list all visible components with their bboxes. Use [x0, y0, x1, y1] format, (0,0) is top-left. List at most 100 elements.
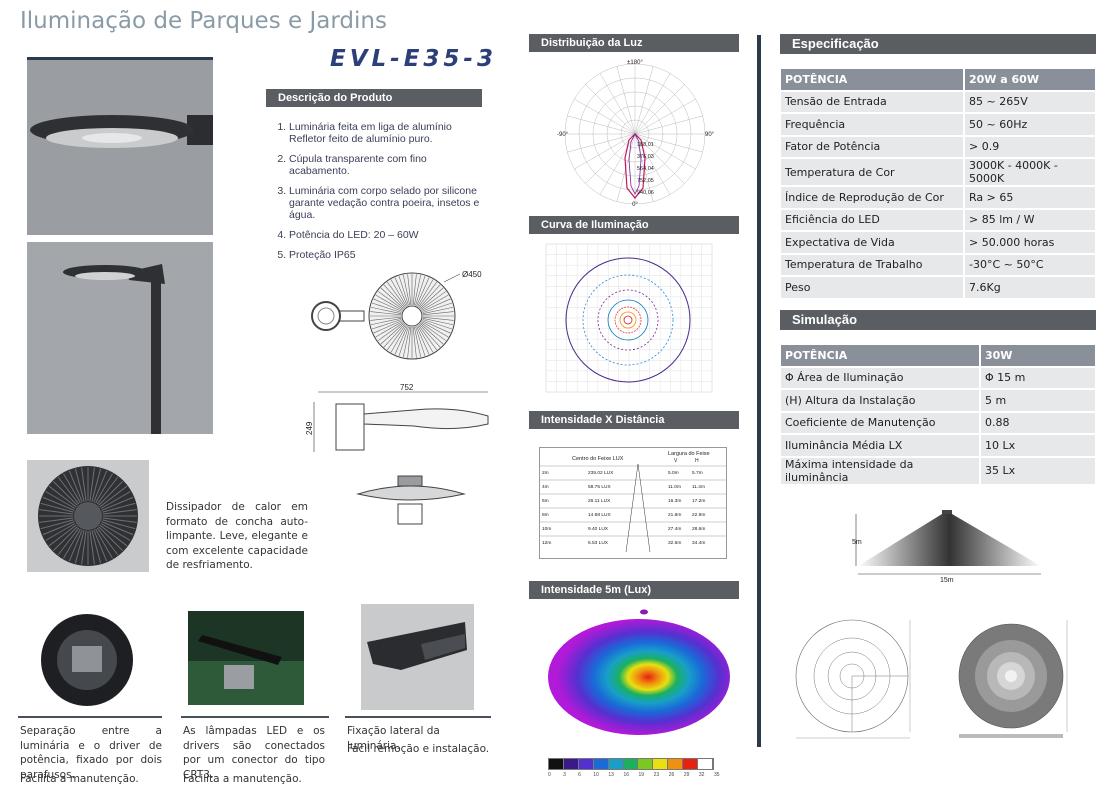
intensity-cell: 6m [542, 498, 549, 504]
photo-side-mount-image [361, 604, 474, 710]
intensity-cell: 5.7m [692, 470, 703, 476]
simulation-isolux-svg [795, 619, 911, 739]
sim-value: 35 Lx [979, 457, 1095, 484]
page-title: Iluminação de Parques e Jardins [20, 8, 387, 34]
spec-value: 3000K - 4000K - 5000K [963, 159, 1095, 185]
simulation-cone-diagram: 5m 15m [846, 508, 1046, 584]
spec-label: Índice de Reprodução de Cor [781, 187, 963, 208]
description-list: Luminária feita em liga de alumínio Refl… [267, 121, 487, 269]
sim-value: Φ 15 m [979, 367, 1095, 388]
intensity-cell: 9.40 LUX [588, 526, 609, 532]
spec-label: Peso [781, 277, 963, 298]
polar-ring-label: 376,03 [637, 154, 654, 160]
top-view-drawing: Ø450 [304, 268, 494, 360]
intensity-cell: 14.68 LUX [588, 512, 611, 518]
col-h-label: H [695, 458, 699, 464]
spec-value: 85 ~ 265V [963, 91, 1095, 112]
description-item: Luminária feita em liga de alumínio Refl… [289, 121, 487, 145]
spec-value: 7.6Kg [963, 277, 1095, 298]
polar-top-label: ±180° [627, 60, 643, 66]
width-label: 752 [400, 383, 414, 392]
isolux-chart-svg [545, 243, 713, 393]
simulacao-header: Simulação [780, 310, 1096, 330]
color-scale-swatch [683, 759, 699, 769]
spec-value: > 50.000 horas [963, 232, 1095, 253]
spec-row: Expectativa de Vida> 50.000 horas [781, 232, 1095, 253]
model-name: EVL-E35-3 [330, 46, 497, 72]
color-scale-label: 19 [638, 772, 645, 778]
spec-label: Fator de Potência [781, 136, 963, 157]
intensity-cell: 4m [542, 484, 549, 490]
dissipador-text: Dissipador de calor em formato de concha… [166, 501, 308, 571]
color-scale-swatch [638, 759, 654, 769]
simulation-isolux-plan [790, 616, 922, 746]
sim-value: 30W [979, 345, 1095, 366]
isolux-chart [532, 236, 716, 398]
caption-1b: Facilita a manutenção. [20, 773, 139, 785]
intensity-cell: 11.0m [668, 484, 681, 490]
polar-left-label: -90° [557, 132, 569, 138]
polar-diagram: ±180° -90° 90° 0° 188,01 376,03 564,04 7… [555, 58, 715, 208]
sim-label: Máxima intensidade da iluminância [781, 457, 979, 484]
especificacao-header: Especificação [780, 34, 1096, 54]
spec-row: Eficiência do LED> 85 lm / W [781, 209, 1095, 230]
sim-width-label: 15m [940, 577, 954, 584]
intensity-cell: 28.6m [692, 526, 705, 532]
polar-ring-label: 564,04 [637, 166, 654, 172]
photo-connector [188, 611, 304, 705]
intensity-cell: 8m [542, 512, 549, 518]
intensity-cell: 58.75 LUX [588, 484, 611, 490]
intensity-table-svg: Centro do Feixe LUX Largura do Feixe V H… [540, 451, 726, 553]
color-scale-bar [548, 758, 714, 770]
color-scale-label: 0 [548, 772, 551, 778]
diameter-label: Ø450 [462, 270, 482, 279]
color-scale-label: 6 [578, 772, 581, 778]
curva-header: Curva de Iluminação [529, 216, 739, 234]
intensity-cell: 17.2m [692, 498, 705, 504]
polar-bottom-label: 0° [632, 202, 638, 208]
intensity-cell: 10m [542, 526, 551, 532]
simulation-illuminance-plan [955, 616, 1087, 746]
polar-right-label: 90° [705, 132, 715, 138]
intensity-cell: 27.4m [668, 526, 681, 532]
simulation-cone-svg: 5m 15m [852, 510, 1041, 584]
heatsink-photo-image [27, 460, 149, 572]
polar-ring-label: 940,06 [637, 190, 654, 196]
intensity-cell: 16.3m [668, 498, 681, 504]
description-item: Potência do LED: 20 – 60W [289, 229, 487, 241]
spec-value: Ra > 65 [963, 187, 1095, 208]
spec-value: > 85 lm / W [963, 209, 1095, 230]
color-scale-swatch [563, 759, 579, 769]
spec-label: Frequência [781, 114, 963, 135]
sim-height-label: 5m [852, 539, 862, 546]
spec-value: > 0.9 [963, 136, 1095, 157]
description-item: Proteção IP65 [289, 249, 487, 261]
intensity-cell: 6.53 LUX [588, 540, 609, 546]
photo-connector-image [188, 611, 304, 705]
color-scale-label: 35 [714, 772, 720, 778]
sim-label: (H) Altura da Instalação [781, 390, 979, 411]
color-scale-swatch [623, 759, 639, 769]
intensidade-distancia-header: Intensidade X Distância [529, 411, 739, 429]
caption-divider-2 [181, 716, 329, 718]
color-scale-swatch [668, 759, 684, 769]
intensidade-5m-header: Intensidade 5m (Lux) [529, 581, 739, 599]
spec-label: Temperatura de Cor [781, 159, 963, 185]
color-scale-swatch [653, 759, 669, 769]
side-view-drawing-svg: 752 249 [305, 383, 489, 452]
sim-value: 10 Lx [979, 435, 1095, 456]
intensity-cell: 2m [542, 470, 549, 476]
sim-label: POTÊNCIA [781, 345, 979, 366]
color-scale-swatch [593, 759, 609, 769]
intensity-cell: 12m [542, 540, 551, 546]
spec-row: Fator de Potência> 0.9 [781, 136, 1095, 157]
lamp-drawing [356, 470, 466, 528]
color-scale-swatch [608, 759, 624, 769]
intensity-cell: 22.9m [692, 512, 705, 518]
